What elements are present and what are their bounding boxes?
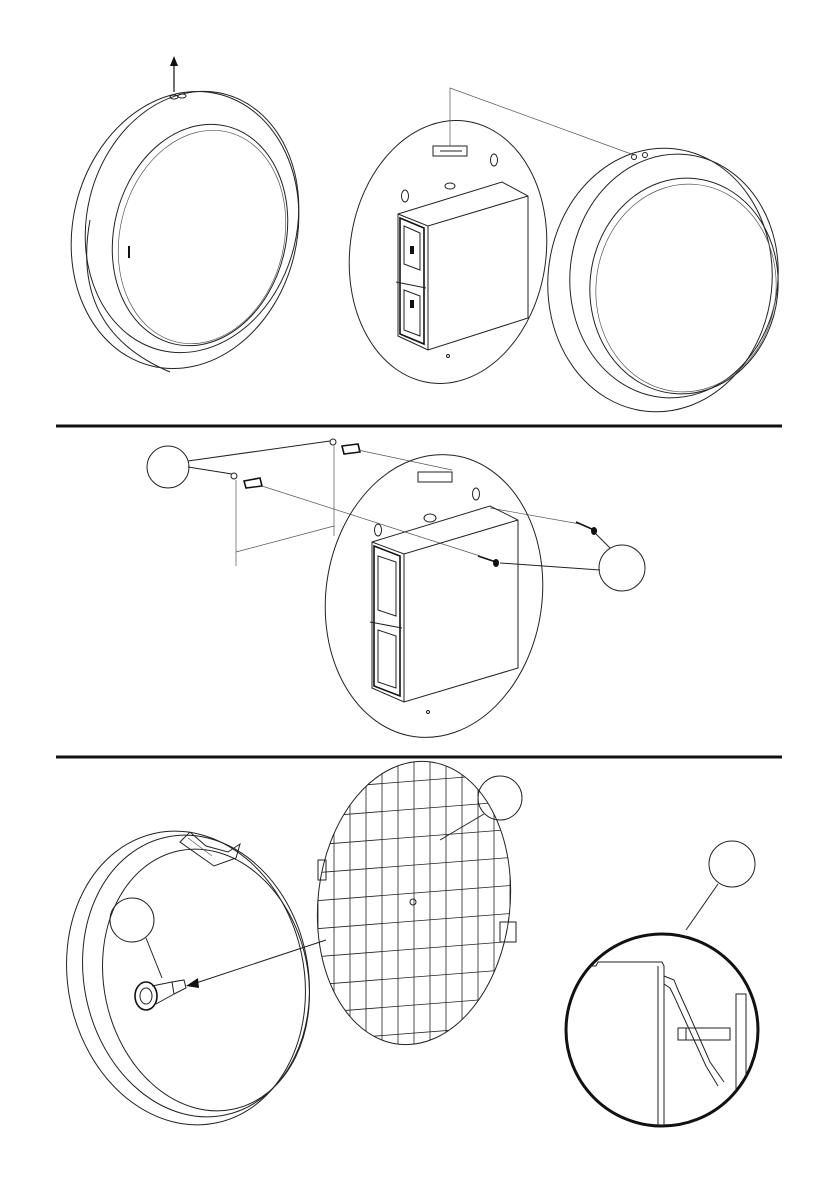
base-plate-mounted	[307, 440, 560, 751]
callout-screws	[500, 534, 645, 591]
panel-step-2	[147, 439, 645, 752]
base-plate-with-gear-box	[333, 108, 564, 397]
panel-step-1	[42, 56, 790, 423]
clip-detail-magnified	[560, 934, 758, 1140]
callout-wall-plugs	[147, 441, 330, 488]
panel-step-3	[40, 752, 758, 1148]
luminaire-housing-open	[40, 809, 335, 1148]
callout-lamp-holder	[110, 898, 162, 978]
leader-line-slot	[450, 88, 634, 155]
lamp-holder-icon	[135, 980, 186, 1010]
cover-front-view	[535, 137, 790, 423]
screw-icon	[478, 522, 597, 567]
callout-battery-cover	[440, 776, 522, 840]
cover-lifted-view	[42, 56, 327, 393]
diffuser-grid-panel	[300, 752, 530, 1055]
callout-clip-detail	[686, 841, 755, 930]
